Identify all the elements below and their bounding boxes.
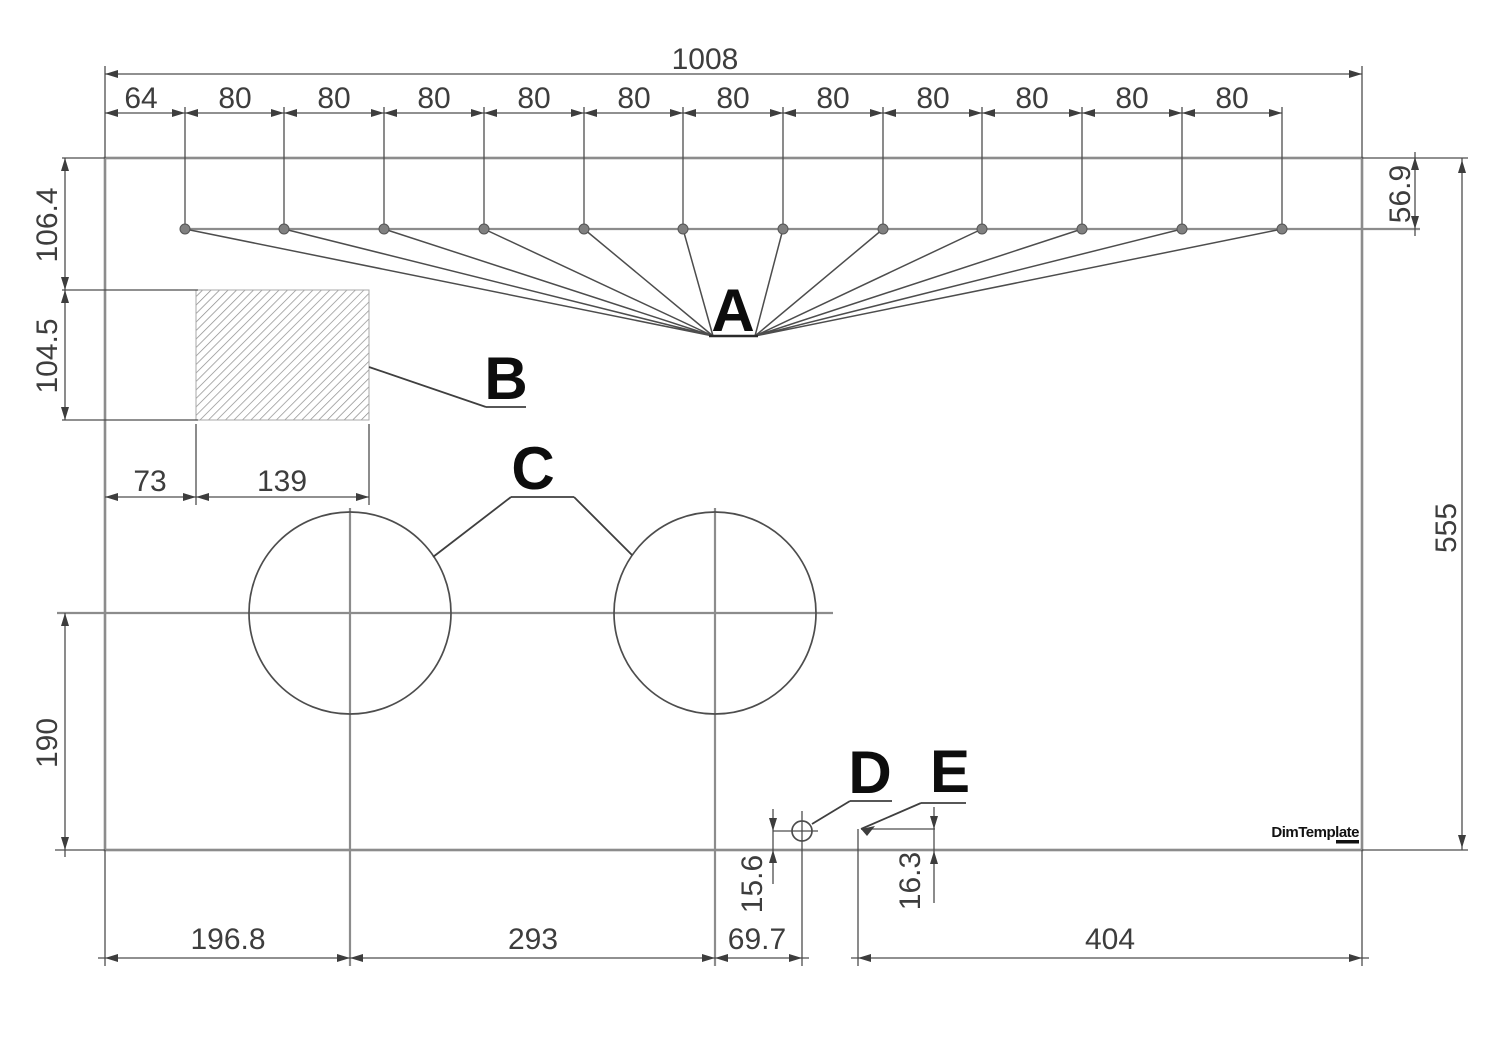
dimension-labels: 1008 64 80 80 80 80 80 80 80 80 80 80 80… <box>31 43 1463 956</box>
callout-c-leader-left <box>432 496 512 558</box>
extension-lines <box>55 66 1468 966</box>
dim-label-right-upper: 56.9 <box>1384 165 1417 223</box>
dim-label-bottom: 293 <box>508 923 558 956</box>
datum-dots <box>179 223 1288 235</box>
dim-label-bottom: 69.7 <box>728 923 786 956</box>
datum-dot <box>777 223 789 235</box>
dim-label-segment: 80 <box>317 82 350 115</box>
fan-lines-left <box>184 228 714 337</box>
callout-e-leader <box>860 802 922 830</box>
dim-label-segment: 80 <box>617 82 650 115</box>
dim-label-pocket-offset: 73 <box>133 465 166 498</box>
reference-lines <box>57 227 1420 966</box>
fan-lines-right <box>754 228 1283 337</box>
callout-leaders <box>368 334 966 830</box>
dim-label-segment: 80 <box>1015 82 1048 115</box>
callout-label-d: D <box>848 739 891 806</box>
datum-dot <box>1076 223 1088 235</box>
datum-dot <box>478 223 490 235</box>
dim-label-point-d-offset: 15.6 <box>736 855 769 913</box>
callout-b-leader <box>368 366 487 408</box>
logo-text: DimTemplate <box>1271 824 1359 841</box>
dim-label-segment: 80 <box>218 82 251 115</box>
dim-label-left-upper: 106.4 <box>31 187 64 262</box>
logo: DimTemplate <box>1271 824 1360 844</box>
hatched-pocket <box>195 289 370 421</box>
callout-c-leader-right <box>573 496 633 556</box>
point-d-marker <box>773 811 818 966</box>
arrowheads-bottom <box>105 954 1362 962</box>
dim-label-segment: 64 <box>124 82 157 115</box>
dim-label-pocket-width: 139 <box>257 465 307 498</box>
fan-leader-lines <box>184 228 1283 337</box>
dim-label-bottom: 196.8 <box>190 923 265 956</box>
dim-label-segment: 80 <box>1115 82 1148 115</box>
datum-dot <box>278 223 290 235</box>
datum-dot <box>378 223 390 235</box>
datum-dot <box>677 223 689 235</box>
part-outline <box>103 156 1364 852</box>
dim-label-point-e-offset: 16.3 <box>894 852 927 910</box>
dim-label-segment: 80 <box>816 82 849 115</box>
dim-label-left-middle: 104.5 <box>31 318 64 393</box>
dim-label-segment: 80 <box>417 82 450 115</box>
callout-labels: A B C D E <box>484 277 970 806</box>
dim-label-total-width: 1008 <box>672 43 739 76</box>
dim-label-bottom: 404 <box>1085 923 1135 956</box>
datum-dot <box>578 223 590 235</box>
dim-label-segment: 80 <box>716 82 749 115</box>
dim-label-left-lower: 190 <box>31 718 64 768</box>
hole-circle-right <box>613 511 817 715</box>
dim-label-right-overall: 555 <box>1430 503 1463 553</box>
callout-label-b: B <box>484 345 527 412</box>
point-d-circle <box>791 820 813 842</box>
arrowheads <box>61 70 1466 962</box>
datum-dot <box>976 223 988 235</box>
callout-label-a: A <box>711 277 754 344</box>
callout-label-c: C <box>511 435 554 502</box>
hole-circle-left <box>248 511 452 715</box>
pocket-hatch-fill <box>195 289 370 421</box>
datum-dot <box>1276 223 1288 235</box>
arrowheads-left <box>61 158 69 850</box>
dim-label-segment: 80 <box>517 82 550 115</box>
callout-label-e: E <box>930 738 970 805</box>
dim-label-segment: 80 <box>916 82 949 115</box>
datum-dot <box>877 223 889 235</box>
datum-dot <box>1176 223 1188 235</box>
logo-underline <box>1336 840 1359 844</box>
callout-d-leader <box>811 800 851 825</box>
holes <box>248 511 817 715</box>
datum-dot <box>179 223 191 235</box>
segment-boundary-extensions <box>184 107 1283 229</box>
dim-label-segment: 80 <box>1215 82 1248 115</box>
